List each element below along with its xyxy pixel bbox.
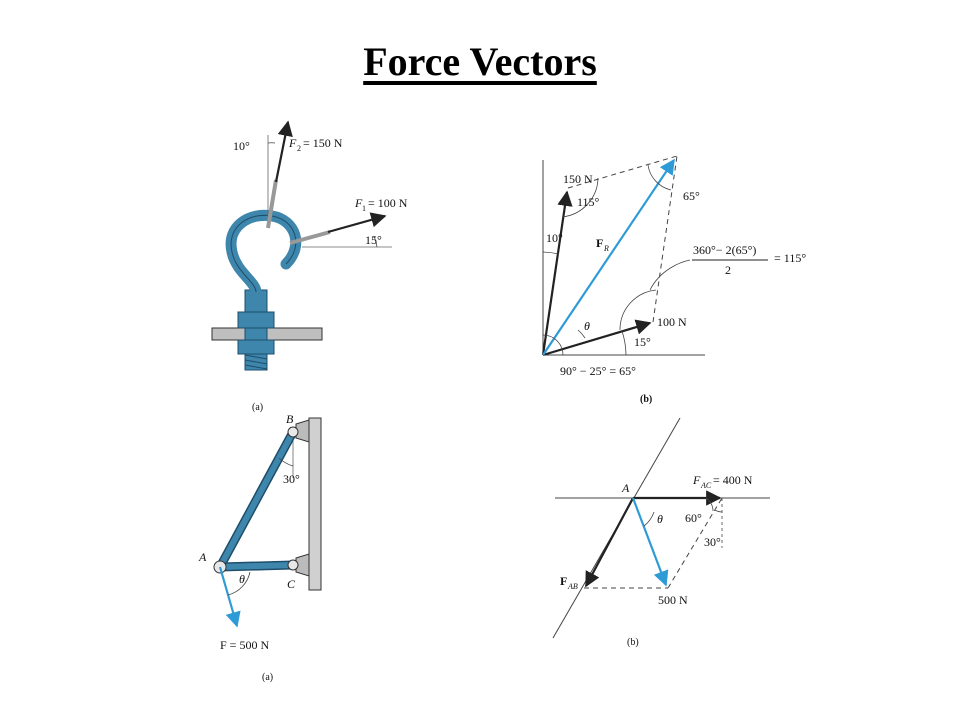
vector-fab	[585, 497, 634, 588]
force-arrow-f1	[327, 212, 387, 234]
vector-100n	[542, 319, 652, 357]
member-ab	[217, 429, 296, 570]
angle-arc-30	[714, 509, 723, 513]
angle-arc-interior	[619, 289, 657, 331]
lower-nut	[237, 339, 275, 355]
angle-arc-theta	[643, 511, 655, 527]
f2-subscript: 2	[297, 144, 301, 153]
formula-leader-line	[649, 259, 691, 291]
angle-arc-30	[278, 457, 294, 467]
bottom-formula: 90° − 25° = 65°	[560, 364, 636, 378]
angle-label-15: 15°	[634, 335, 651, 349]
angle-arc-65	[647, 164, 672, 191]
pin-c	[287, 559, 299, 571]
theta-label: θ	[657, 512, 663, 526]
angle-label-10: 10°	[546, 231, 563, 245]
fac-symbol: F	[692, 473, 701, 487]
point-a-label: A	[621, 481, 630, 495]
fr-subscript: R	[603, 244, 609, 253]
point-b-label: B	[286, 412, 294, 426]
upper-nut	[237, 311, 275, 329]
theta-label: θ	[239, 572, 245, 586]
angle-arc-theta	[577, 329, 586, 339]
angle-label-60: 60°	[685, 511, 702, 525]
caption-2b: (b)	[627, 637, 639, 648]
label-150n: 150 N	[563, 172, 593, 186]
force-label: F = 500 N	[220, 638, 269, 652]
figure-2b-force-parallelogram: A F AC = 400 N θ 60° 30° F AB 500 N (b)	[552, 417, 770, 648]
wall	[308, 417, 322, 591]
point-a-label: A	[198, 550, 207, 564]
angle-label-30: 30°	[704, 535, 721, 549]
formula-result: = 115°	[774, 251, 806, 265]
f1-symbol: F	[354, 196, 363, 210]
angle-arc-10	[542, 251, 560, 255]
label-100n: 100 N	[657, 315, 687, 329]
figure-1b-parallelogram: 150 N 115° 10° 65° F R 360°− 2(65°) 2 = …	[541, 155, 806, 405]
angle-arc-15	[373, 235, 378, 248]
dashed-side-top	[567, 155, 678, 189]
formula-denominator: 2	[725, 263, 731, 277]
angle-label-30: 30°	[283, 472, 300, 486]
f2-value: = 150 N	[303, 136, 343, 150]
fac-subscript: AC	[700, 481, 712, 490]
vector-500n	[631, 497, 669, 587]
f1-subscript: 1	[362, 204, 366, 213]
pin-b	[287, 426, 299, 438]
applied-force-arrow	[218, 566, 241, 628]
figure-1a-eye-bolt: 10° F 2 = 150 N F 1 = 100 N 15° (a)	[211, 120, 408, 413]
fr-symbol: F	[596, 236, 603, 250]
member-ac	[217, 562, 296, 570]
caption-2a: (a)	[262, 672, 273, 683]
angle-arc-65-origin	[542, 334, 564, 356]
cable-f1	[289, 230, 331, 245]
f2-symbol: F	[288, 136, 297, 150]
force-arrow-f2	[274, 120, 293, 183]
fab-subscript: AB	[567, 582, 578, 591]
fab-symbol: F	[560, 574, 567, 588]
caption-1b: (b)	[640, 394, 652, 405]
vector-150n	[541, 190, 573, 356]
angle-label-65: 65°	[683, 189, 700, 203]
f1-value: = 100 N	[368, 196, 408, 210]
dashed-side-right	[652, 155, 678, 323]
angle-label-115: 115°	[577, 195, 600, 209]
hook-eye	[225, 209, 302, 298]
label-500n: 500 N	[658, 593, 688, 607]
figure-2a-bracket: B 30° A θ C F = 500 N (a)	[198, 412, 322, 683]
cable-f2	[266, 179, 278, 229]
caption-1a: (a)	[252, 402, 263, 413]
page-title: Force Vectors	[363, 39, 597, 84]
angle-label-10: 10°	[233, 139, 250, 153]
angle-arc-60	[705, 497, 714, 512]
angle-arc-15	[621, 330, 627, 356]
angle-arc-theta	[227, 571, 251, 596]
fac-value: = 400 N	[713, 473, 753, 487]
theta-label: θ	[584, 319, 590, 333]
resultant-vector-fr	[542, 158, 675, 356]
formula-numerator: 360°− 2(65°)	[693, 243, 756, 257]
angle-label-15: 15°	[365, 233, 382, 247]
angle-arc-115	[561, 177, 599, 218]
point-c-label: C	[287, 577, 296, 591]
